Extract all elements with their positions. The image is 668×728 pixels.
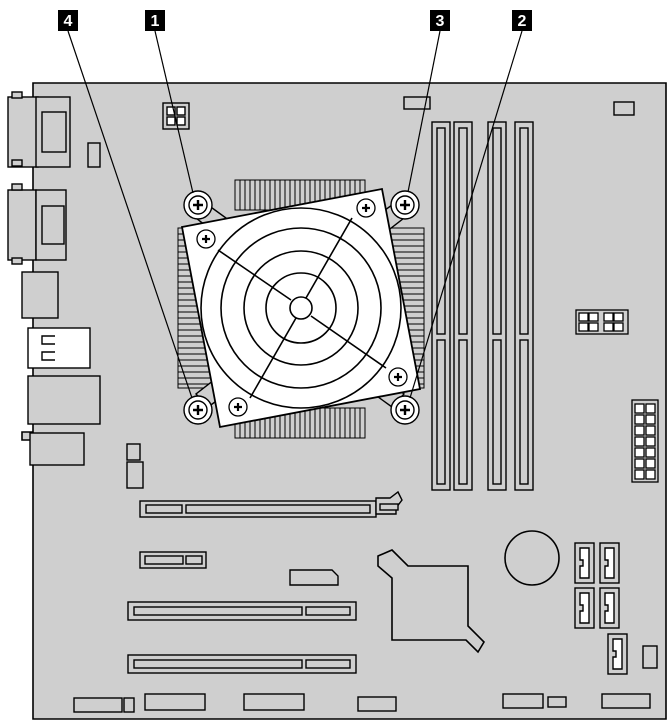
callout-badge-1: 1	[145, 10, 165, 31]
callout-label: 1	[151, 13, 160, 30]
leader-line-3	[407, 30, 441, 193]
small-header	[613, 101, 635, 116]
audio-jacks	[29, 432, 85, 466]
callout-label: 3	[436, 13, 445, 30]
small-header	[642, 645, 658, 669]
leader-line-4	[67, 30, 193, 399]
cpu-power-connector	[162, 102, 190, 130]
pci-slot-1	[127, 601, 357, 621]
screw-3	[390, 190, 420, 220]
callout-label: 4	[64, 13, 73, 30]
chipset-heatsink	[377, 549, 486, 654]
callout-label: 2	[518, 13, 527, 30]
cmos-battery	[504, 530, 560, 586]
main-power-connector	[631, 399, 659, 483]
memory-slot-group-right	[487, 121, 534, 491]
ethernet-port	[27, 375, 101, 425]
callout-badge-2: 2	[512, 10, 532, 31]
screw-1	[183, 190, 213, 220]
callout-badge-3: 3	[430, 10, 450, 31]
aux-power-connector	[575, 309, 629, 335]
leader-lines	[67, 30, 523, 399]
bottom-headers	[73, 693, 651, 713]
jumper-block	[87, 142, 101, 168]
small-header	[126, 443, 141, 461]
screw-2	[390, 395, 420, 425]
cpu-fan	[200, 207, 402, 409]
serial-port	[7, 91, 71, 168]
fan-screws	[196, 198, 408, 417]
usb-ports	[27, 327, 91, 369]
pcie-x16-slot	[139, 490, 403, 518]
pci-slot-2	[127, 654, 357, 674]
vga-port	[7, 183, 67, 265]
screw-4	[183, 395, 213, 425]
memory-slot-group-left	[431, 121, 473, 491]
small-header	[126, 461, 144, 489]
leader-line-2	[409, 30, 523, 399]
small-header	[403, 96, 431, 110]
pcie-x1-slot	[139, 551, 207, 569]
small-chip	[289, 569, 339, 586]
ps2-port	[21, 271, 59, 319]
callout-badge-4: 4	[58, 10, 78, 31]
leader-line-1	[154, 30, 194, 194]
heatsink-mounting-screws	[183, 190, 420, 425]
sata-connectors	[574, 542, 628, 675]
